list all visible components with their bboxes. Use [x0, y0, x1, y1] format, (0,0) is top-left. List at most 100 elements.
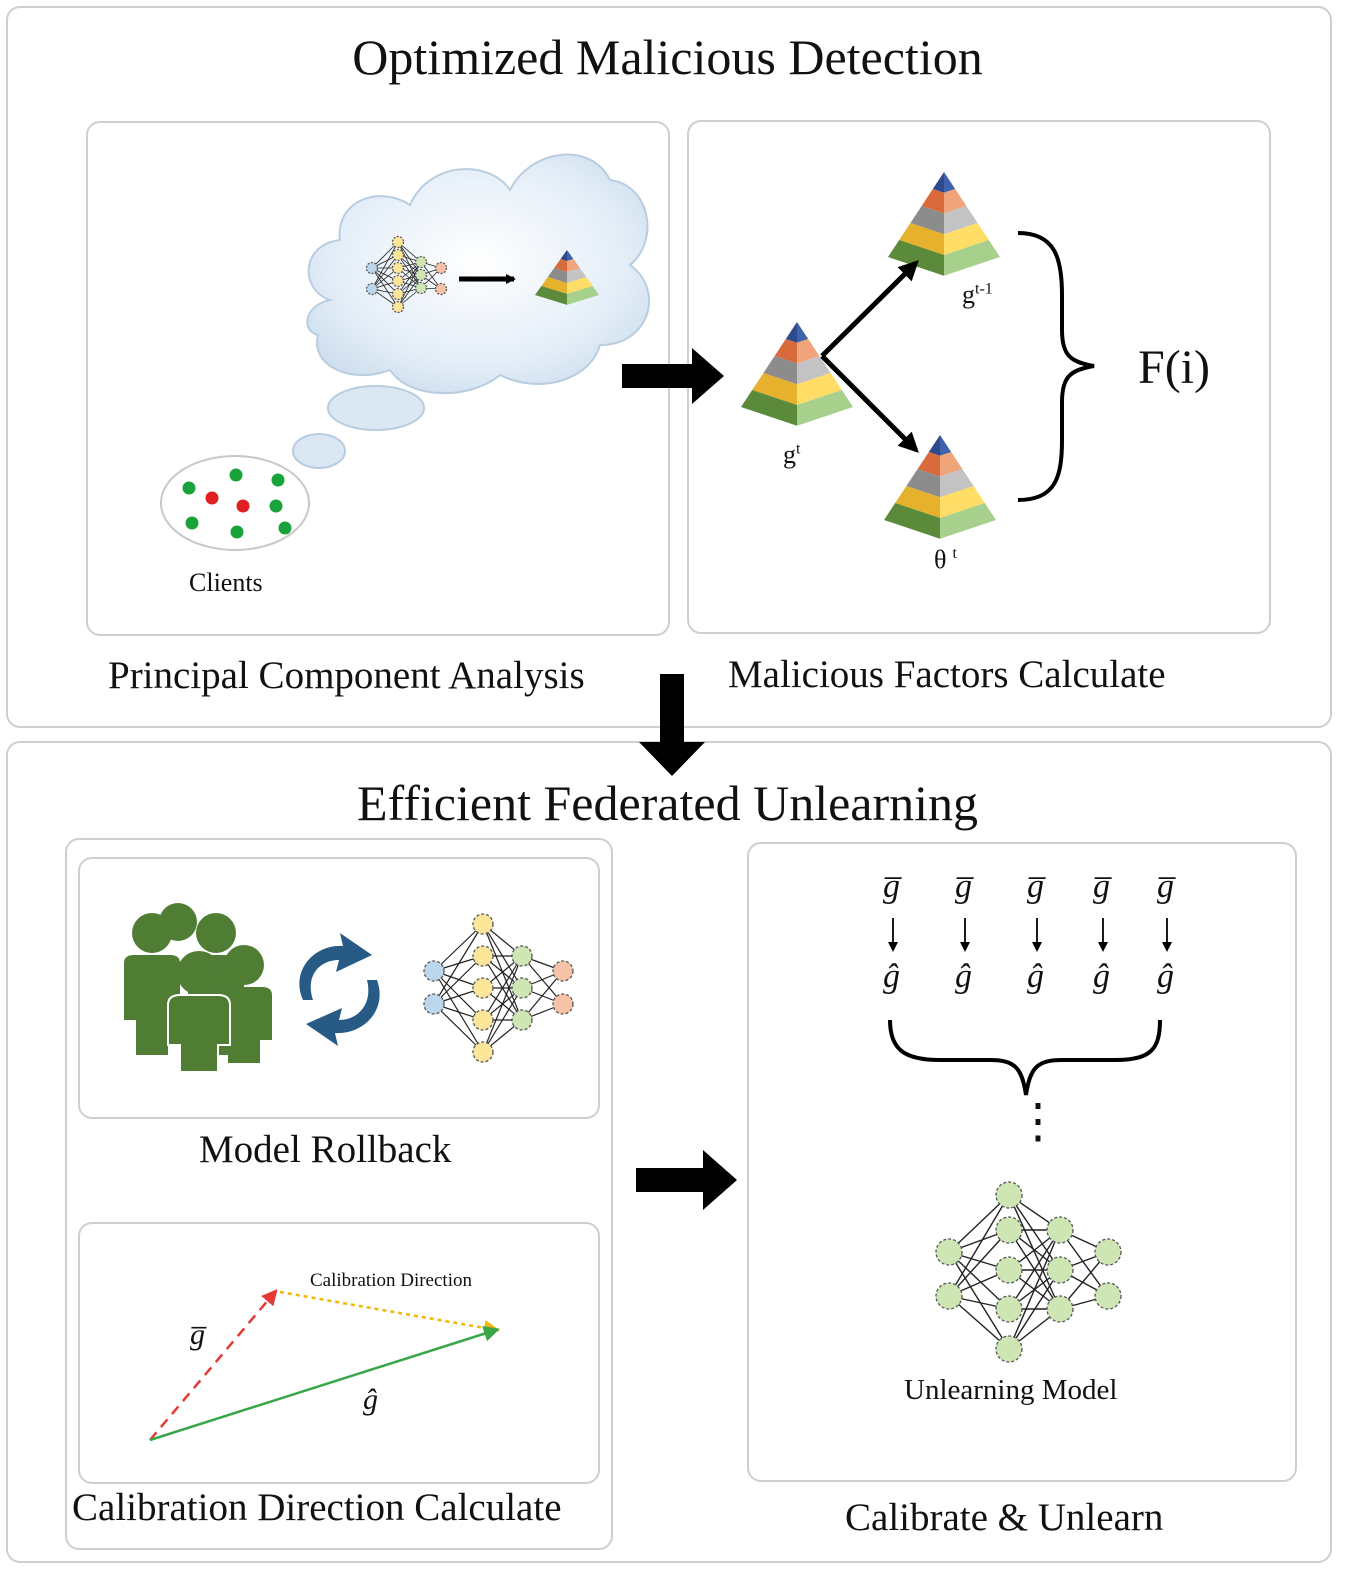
nn-edge	[948, 1194, 1010, 1253]
g-bar-label: g̅	[955, 868, 972, 905]
g-t-1-label: gt-1	[962, 280, 993, 310]
pyramid-band-left	[554, 259, 567, 272]
pyramid-g-t-minus-1-icon	[888, 172, 1000, 276]
g-bar-vector	[149, 1288, 278, 1441]
nn-node	[434, 261, 448, 275]
unlearning-neural-network-icon	[935, 1181, 1122, 1363]
pyramid-g-t-icon	[741, 322, 853, 426]
nn-edge	[948, 1194, 1010, 1297]
pyramid-band-right	[944, 189, 967, 214]
sync-icon	[299, 933, 380, 1046]
nn-node	[472, 1009, 494, 1031]
nn-edge	[371, 267, 399, 308]
nn-edge	[1008, 1229, 1061, 1350]
nn-edge	[371, 267, 399, 290]
g-t-base: g	[783, 440, 796, 469]
pyramid-band-left	[763, 356, 797, 385]
bottom-title: Efficient Federated Unlearning	[356, 775, 979, 831]
nn-node	[391, 274, 405, 288]
pyramid-band-left	[899, 223, 944, 255]
pyramid-band-left	[932, 172, 944, 193]
nn-node	[511, 977, 533, 999]
malicious-client-dot	[236, 499, 250, 513]
g-hat-label: ĝ	[1157, 958, 1174, 995]
nn-node	[995, 1216, 1023, 1244]
nn-node	[434, 282, 448, 296]
cloud-icon	[292, 153, 651, 469]
right-arrow-top	[622, 348, 724, 404]
pyramid-band-left	[741, 390, 797, 426]
nn-edge	[433, 923, 484, 972]
nn-edge	[948, 1251, 1010, 1350]
pyramid-band-left	[888, 240, 944, 276]
pyramid-band-right	[567, 268, 587, 283]
nn-node	[391, 300, 405, 314]
unlearning-model-label: Unlearning Model	[904, 1374, 1118, 1406]
pyramid-band-left	[910, 206, 944, 235]
pyramid-band-right	[567, 250, 574, 261]
pyramid-band-right	[797, 339, 820, 364]
nn-node	[423, 960, 445, 982]
malicious-client-dot	[205, 491, 219, 505]
calibrate-caption: Calibrate & Unlearn	[845, 1496, 1164, 1539]
g-bar-vector-label: g̅	[190, 1318, 205, 1351]
nn-node	[552, 960, 574, 982]
mfc-caption: Malicious Factors Calculate	[728, 653, 1166, 696]
arrow-to-theta-t	[820, 354, 919, 453]
down-arrow	[639, 674, 705, 776]
pyramid-band-left	[541, 277, 567, 294]
nn-edge	[433, 923, 484, 1005]
pyramid-theta-t-icon	[884, 435, 996, 539]
g-bar-label: g̅	[1093, 868, 1110, 905]
g-t-label: gt	[783, 440, 800, 470]
g-hat-label: ĝ	[955, 958, 972, 995]
nn-edge	[433, 1003, 484, 1053]
benign-client-dot	[278, 521, 292, 535]
arrow-to-g-t-1	[820, 260, 919, 358]
pyramid-band-left	[560, 250, 567, 261]
pyramid-band-right	[944, 206, 978, 235]
nn-node	[1046, 1216, 1074, 1244]
nn-edge	[1008, 1194, 1061, 1271]
pyramid-band-right	[567, 259, 580, 272]
benign-client-dot	[271, 473, 285, 487]
nn-edge	[482, 955, 523, 1053]
nn-edge	[948, 1229, 1010, 1297]
nn-node	[552, 993, 574, 1015]
nn-edge	[1008, 1269, 1061, 1350]
nn-node	[511, 1009, 533, 1031]
nn-node	[414, 255, 428, 269]
g-hat-vector	[149, 1326, 500, 1442]
pyramid-band-right	[940, 503, 996, 539]
ellipsis-vertical: ⋮	[1014, 1095, 1062, 1148]
calib-dir-label: Calibration Direction	[310, 1270, 472, 1291]
client-dots	[182, 468, 292, 539]
pyramid-band-right	[797, 373, 842, 405]
nn-edge	[397, 261, 422, 295]
clients-label: Clients	[189, 568, 263, 597]
pyramid-band-left	[535, 286, 567, 305]
nn-edge	[1008, 1194, 1061, 1310]
calib-caption: Calibration Direction Calculate	[72, 1486, 562, 1529]
nn-node	[472, 945, 494, 967]
nn-node	[423, 993, 445, 1015]
small-neural-network-icon	[365, 235, 448, 314]
g-hat-vector-label: ĝ	[363, 1383, 378, 1416]
pyramid-band-right	[797, 356, 831, 385]
pyramid-band-right	[567, 277, 593, 294]
pyramid-band-right	[940, 486, 985, 518]
pyramid-band-left	[917, 452, 940, 477]
nn-edge	[371, 254, 399, 290]
pyramid-band-right	[944, 240, 1000, 276]
nn-node	[391, 248, 405, 262]
nn-node	[1094, 1238, 1122, 1266]
people-icon	[124, 903, 272, 1073]
pyramid-band-left	[906, 469, 940, 498]
pyramid-band-left	[928, 435, 940, 456]
benign-client-dot	[182, 481, 196, 495]
brace-top	[1017, 231, 1095, 502]
g-hat-label: ĝ	[1027, 958, 1044, 995]
nn-node	[1094, 1282, 1122, 1310]
nn-node	[935, 1238, 963, 1266]
